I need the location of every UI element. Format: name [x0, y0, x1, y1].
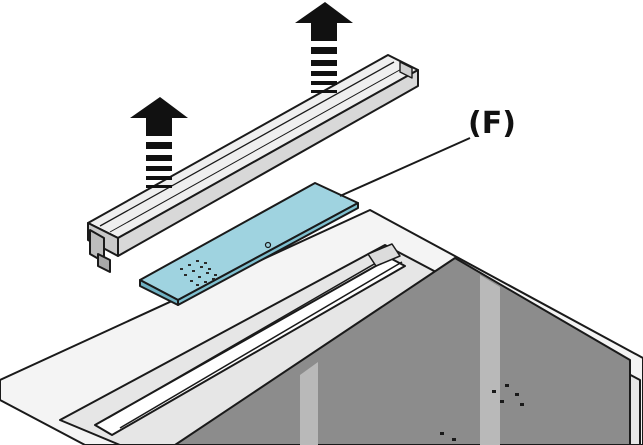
up-arrow-icon: [295, 2, 353, 41]
filter-perforations: [180, 260, 217, 286]
callout-label: (F): [468, 106, 516, 141]
glass-clip-marks: [440, 384, 524, 441]
frame-channel: [94, 257, 406, 436]
lift-arrow-right: [295, 2, 353, 93]
callout-leader-line: [339, 137, 471, 197]
up-arrow-icon: [130, 97, 188, 136]
appliance-frame: [0, 209, 643, 445]
glass-panel: [174, 257, 631, 445]
glass-reflection-1: [300, 362, 318, 445]
lift-arrow-left: [130, 97, 188, 188]
trim-strip: [87, 54, 419, 273]
filter-panel: [139, 182, 359, 306]
glass-reflection-2: [480, 275, 500, 445]
